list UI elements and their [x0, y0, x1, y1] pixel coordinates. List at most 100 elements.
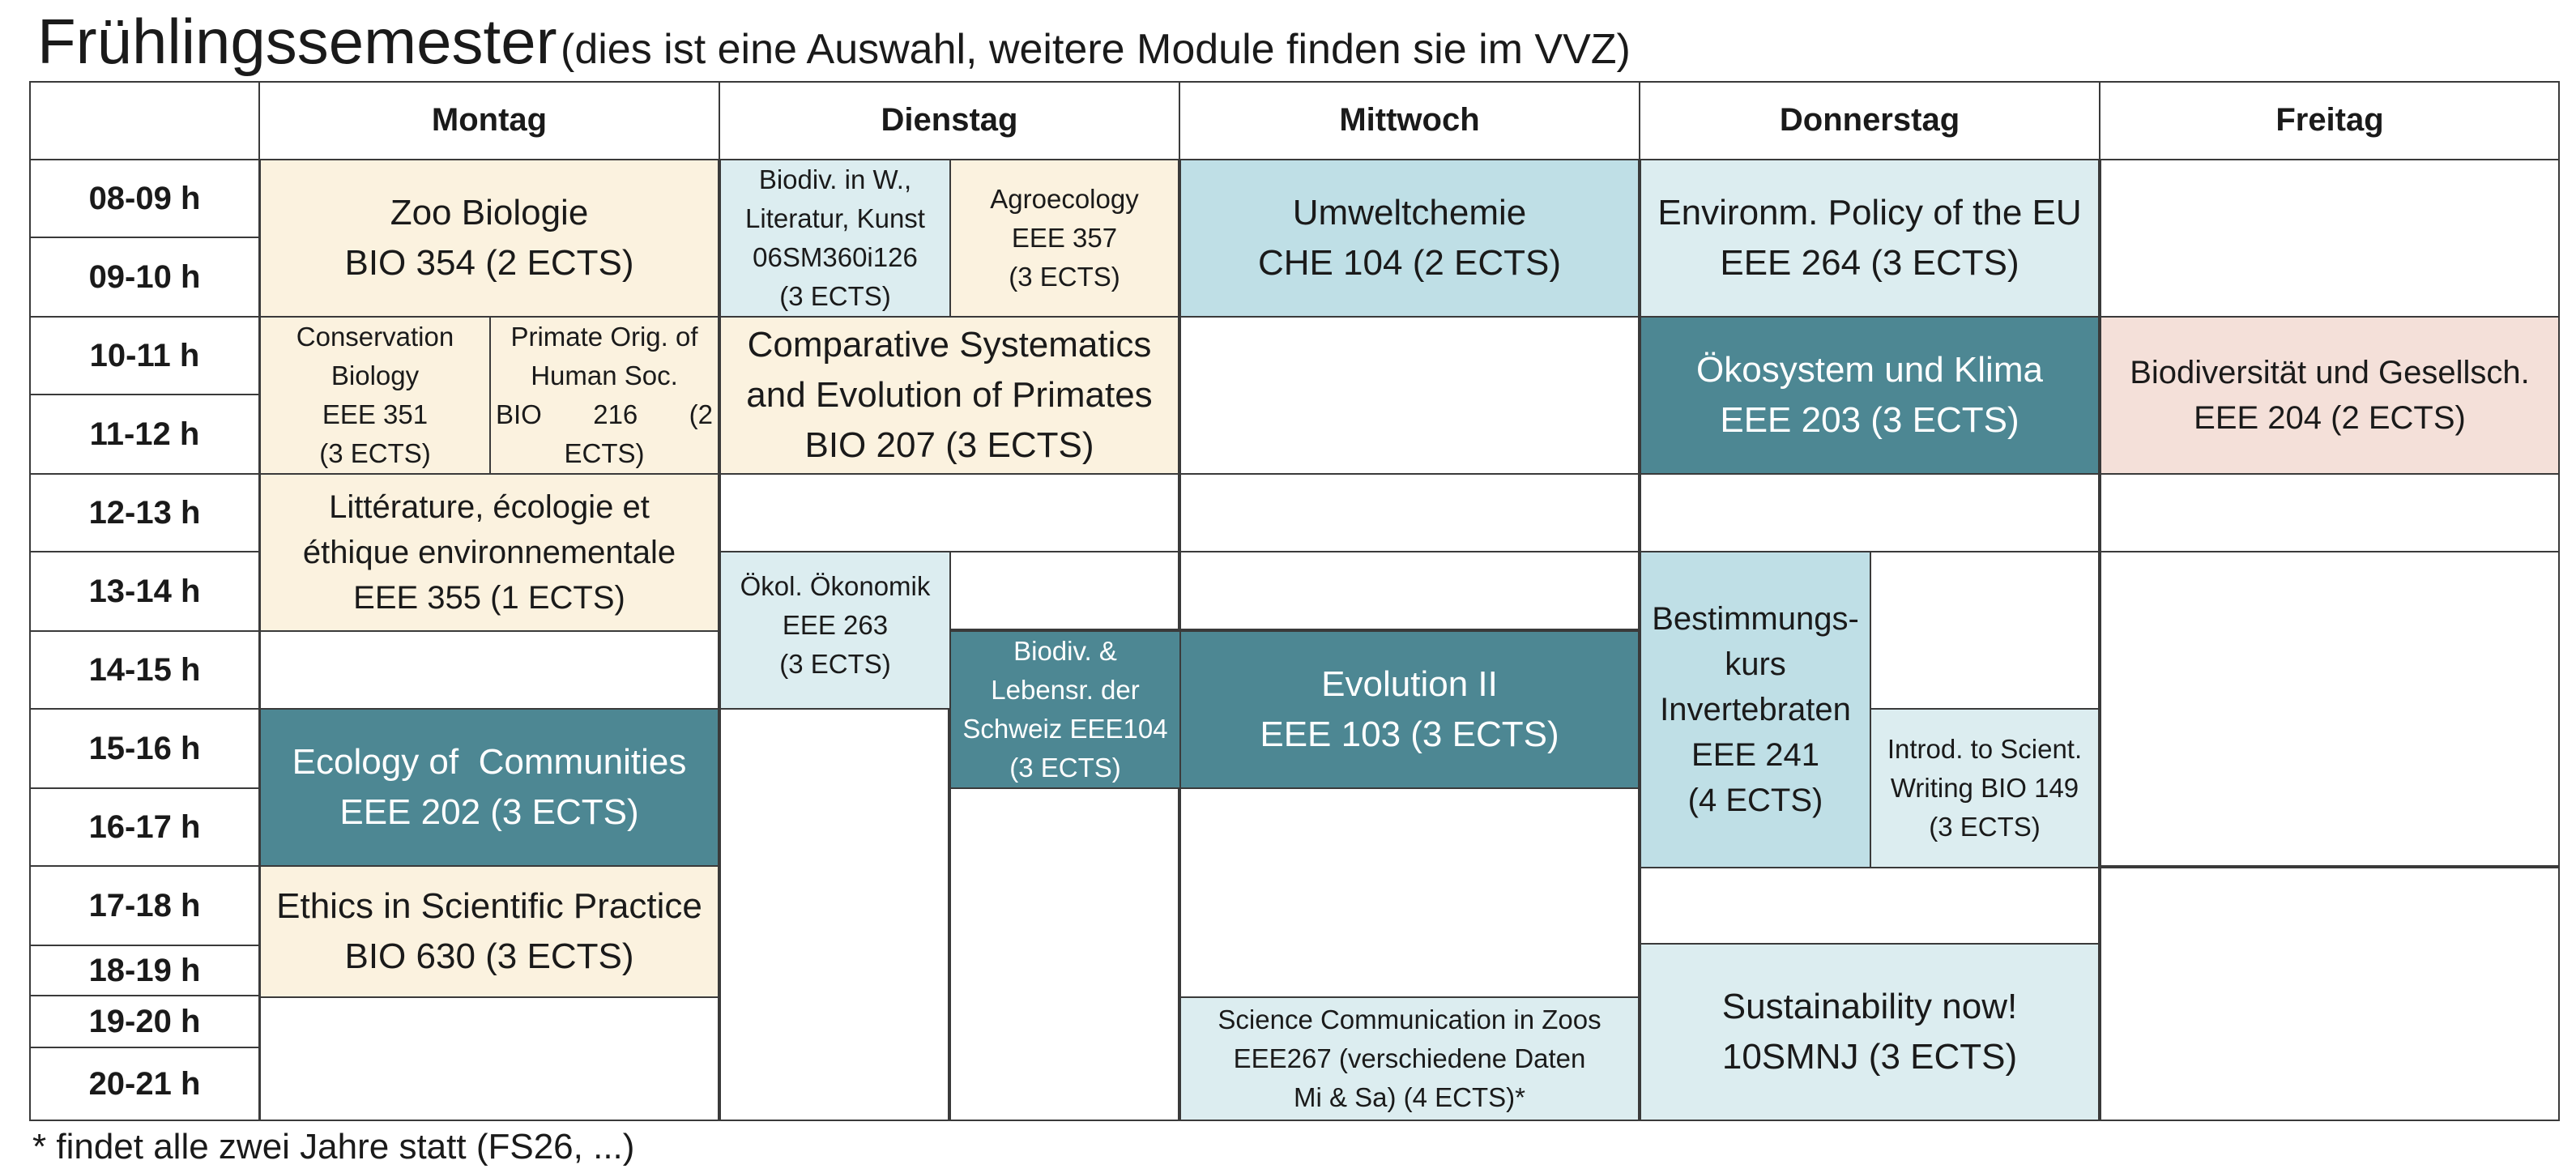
course-text-line: Conservation [296, 322, 454, 352]
course-text-line: Evolution II [1321, 664, 1498, 704]
time-slot: 12-13 h [29, 473, 260, 552]
course-text-line: 06SM360i126 [753, 242, 918, 272]
time-slot: 15-16 h [29, 708, 260, 789]
course-text-line: Comparative Systematics [747, 325, 1152, 365]
time-slot: 20-21 h [29, 1047, 260, 1121]
course-text-line: EEE 204 (2 ECTS) [2194, 400, 2466, 436]
course-environmental-policy-eu[interactable]: Environm. Policy of the EU EEE 264 (3 ECT… [1640, 159, 2100, 318]
course-text-line: Science Communication in Zoos [1218, 1005, 1601, 1034]
course-text-line: Sustainability now! [1721, 987, 2018, 1026]
course-comparative-systematics[interactable]: Comparative Systematics and Evolution of … [719, 316, 1179, 475]
course-text-line: 10SMNJ (3 ECTS) [1721, 1037, 2018, 1077]
empty-cell [2100, 473, 2560, 552]
course-text-line: and Evolution of Primates [746, 375, 1153, 415]
empty-cell [949, 551, 1179, 630]
course-text-line: (4 ECTS) [1687, 783, 1823, 818]
day-header: Donnerstag [1779, 102, 1960, 138]
time-slot: 11-12 h [29, 394, 260, 475]
course-text-line: CHE 104 (2 ECTS) [1257, 243, 1562, 283]
time-slot: 17-18 h [29, 865, 260, 946]
grid-line [1639, 81, 1640, 159]
empty-cell [719, 708, 949, 1121]
course-text-line: Ecology of Communities [292, 742, 687, 782]
course-text-line: (3 ECTS) [319, 438, 431, 468]
empty-cell [2100, 865, 2560, 1121]
day-header: Freitag [2275, 102, 2384, 138]
empty-cell [719, 473, 1179, 552]
course-text-line: EEE 355 (1 ECTS) [353, 580, 625, 616]
course-text-line: EEE 264 (3 ECTS) [1720, 243, 2019, 283]
page-title: Frühlingssemester (dies ist eine Auswahl… [37, 5, 1631, 96]
course-text-line: Biodiv. & [1013, 636, 1117, 666]
course-text-line: Writing BIO 149 [1890, 773, 2079, 803]
time-slot: 19-20 h [29, 995, 260, 1048]
course-text-line: EEE 351 [322, 399, 429, 429]
grid-line [29, 81, 2560, 83]
course-text-line: (3 ECTS) [1009, 753, 1121, 783]
time-slot: 13-14 h [29, 551, 260, 632]
title-main: Frühlingssemester [37, 6, 557, 77]
course-text-line: Ökol. Ökonomik [740, 571, 931, 601]
empty-cell [1870, 551, 2100, 710]
grid-line [2099, 81, 2100, 159]
day-header: Montag [431, 102, 548, 138]
course-text-line: Primate Orig. of [510, 322, 698, 352]
time-slot: 18-19 h [29, 945, 260, 996]
course-text-line: EEE 241 [1691, 737, 1819, 773]
title-subtitle: (dies ist eine Auswahl, weitere Module f… [561, 26, 1631, 73]
footnote: * findet alle zwei Jahre statt (FS26, ..… [32, 1127, 635, 1167]
time-slot: 08-09 h [29, 159, 260, 238]
course-text-line: Environm. Policy of the EU [1657, 193, 2082, 232]
course-primate-origins[interactable]: Primate Orig. of Human Soc. BIO 216 (2 ECTS… [489, 316, 719, 475]
grid-line [719, 81, 720, 159]
course-sustainability-now[interactable]: Sustainability now! 10SMNJ (3 ECTS) [1640, 943, 2100, 1121]
empty-cell [2100, 159, 2560, 318]
course-introduction-scientific-writing[interactable]: Introd. to Scient.Writing BIO 149(3 ECTS… [1870, 708, 2100, 868]
course-text-line: (3 ECTS) [779, 281, 891, 311]
course-text-line: Mi & Sa) (4 ECTS)* [1293, 1082, 1526, 1112]
course-text-line: ECTS) [564, 438, 645, 468]
course-text-line: BIO 207 (3 ECTS) [804, 425, 1094, 465]
course-text-line: EEE 357 [1011, 223, 1118, 253]
empty-cell [1179, 551, 1640, 630]
empty-cell [1640, 473, 2100, 552]
course-text-line: Umweltchemie [1292, 193, 1527, 232]
course-text-line: éthique environnementale [302, 535, 676, 570]
course-biodiversitaet-gesellschaft[interactable]: Biodiversität und Gesellsch. EEE 204 (2 E… [2100, 316, 2560, 475]
course-text-line: Agroecology [990, 184, 1139, 214]
empty-cell [2100, 551, 2560, 868]
empty-cell [949, 787, 1179, 1121]
course-litterature-ecologie[interactable]: Littérature, écologie et éthique environn… [259, 473, 719, 632]
timetable: Montag Dienstag Mittwoch Donnerstag Frei… [29, 81, 2560, 1121]
empty-cell [1179, 473, 1640, 552]
course-text-line: Littérature, écologie et [329, 489, 650, 525]
course-text-line: Invertebraten [1660, 692, 1851, 727]
course-text-line: EEE 263 [782, 610, 889, 640]
time-slot: 10-11 h [29, 316, 260, 395]
course-text-line: kurs [1725, 646, 1786, 682]
empty-cell [1179, 787, 1640, 998]
day-header: Mittwoch [1339, 102, 1480, 138]
course-text-line: Ökosystem und Klima [1696, 350, 2043, 390]
course-text-line: (3 ECTS) [779, 649, 891, 679]
empty-cell [259, 630, 719, 710]
course-text-line: Human Soc. [531, 360, 678, 390]
course-text-line: Biodiversität und Gesellsch. [2130, 355, 2530, 390]
course-text-line: (3 ECTS) [1929, 812, 2041, 842]
course-text-line: BIO 216 (2 [496, 399, 713, 429]
time-slot: 09-10 h [29, 237, 260, 318]
course-text-line: Zoo Biologie [390, 193, 589, 232]
